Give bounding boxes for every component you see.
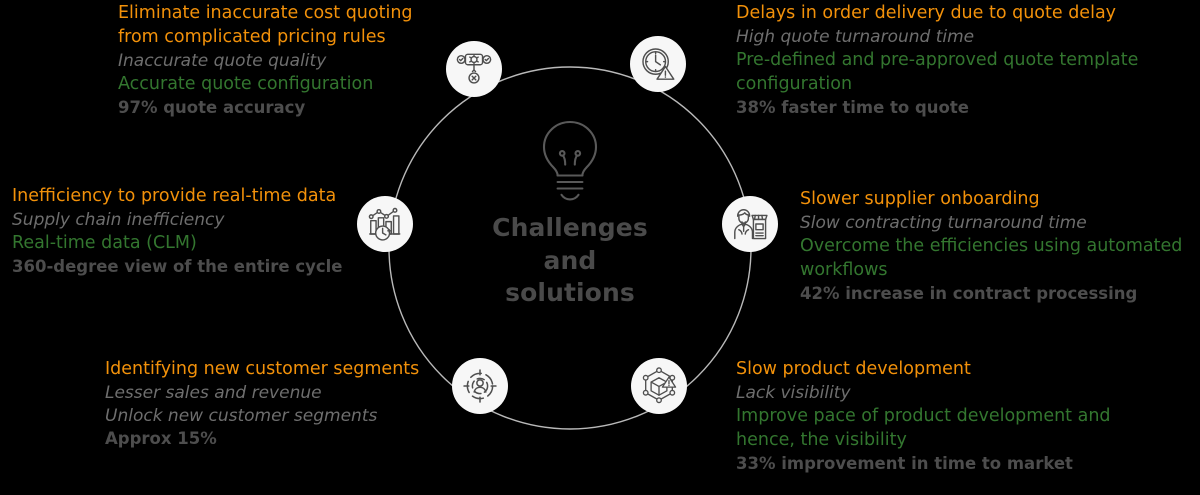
hub-title-line-3: solutions [505, 278, 635, 307]
settings-workflow-icon [456, 53, 492, 84]
node-icon-product-network-warning[interactable] [631, 358, 687, 414]
node-icon-supplier-storefront[interactable] [722, 196, 778, 252]
problem-text: Slow contracting turnaround time [800, 212, 1087, 233]
node-icon-clock-warning[interactable] [630, 36, 686, 92]
metric-text: 33% improvement in time to market [736, 453, 1073, 473]
challenge-title: Slow product development [736, 359, 971, 379]
node-icon-settings-workflow[interactable] [446, 41, 502, 97]
problem-text: Supply chain inefficiency [12, 209, 225, 230]
metric-text: 97% quote accuracy [118, 97, 306, 117]
lightbulb-icon [542, 120, 598, 201]
challenge-title: Identifying new customer segments [105, 359, 420, 379]
supplier-storefront-icon [734, 209, 768, 240]
analytics-clock-icon [368, 207, 401, 241]
product-network-warning-icon [642, 367, 677, 404]
problem-text: High quote turnaround time [736, 26, 975, 47]
challenge-title: Inefficiency to provide real-time data [12, 186, 337, 206]
text-block-delivery: Delays in order delivery due to quote de… [736, 2, 1156, 120]
solution-text: Unlock new customer segments [105, 406, 378, 427]
metric-text: 38% faster time to quote [736, 97, 969, 117]
problem-text: Lesser sales and revenue [105, 382, 322, 403]
center-hub: Challenges and solutions [470, 118, 670, 328]
problem-text: Inaccurate quote quality [118, 50, 327, 71]
solution-text: Accurate quote configuration [118, 74, 374, 95]
challenge-title: Slower supplier onboarding [800, 189, 1040, 209]
solution-text: Real-time data (CLM) [12, 233, 197, 254]
metric-text: 360-degree view of the entire cycle [12, 257, 343, 277]
solution-text: Improve pace of product development and … [736, 406, 1117, 451]
challenge-title: Delays in order delivery due to quote de… [736, 3, 1117, 23]
text-block-realtime: Inefficiency to provide real-time data S… [12, 185, 352, 279]
node-icon-customer-target[interactable] [452, 358, 508, 414]
challenge-title: Eliminate inaccurate cost quoting from c… [118, 3, 419, 47]
text-block-quoting: Eliminate inaccurate cost quoting from c… [118, 2, 438, 120]
problem-text: Lack visibility [736, 382, 851, 403]
metric-text: Approx 15% [105, 429, 217, 449]
node-icon-analytics-clock[interactable] [357, 196, 413, 252]
solution-text: Pre-defined and pre-approved quote templ… [736, 50, 1144, 95]
customer-target-icon [463, 369, 497, 403]
clock-warning-icon [642, 48, 675, 80]
hub-title-line-2: and [543, 245, 597, 275]
text-block-supplier: Slower supplier onboarding Slow contract… [800, 188, 1200, 306]
solution-text: Overcome the efficiencies using automate… [800, 236, 1188, 281]
hub-title-line-1: Challenges [492, 213, 648, 242]
hub-title: Challenges and solutions [492, 212, 648, 310]
metric-text: 42% increase in contract processing [800, 283, 1138, 303]
text-block-segments: Identifying new customer segments Lesser… [105, 358, 445, 451]
text-block-product: Slow product development Lack visibility… [736, 358, 1136, 476]
